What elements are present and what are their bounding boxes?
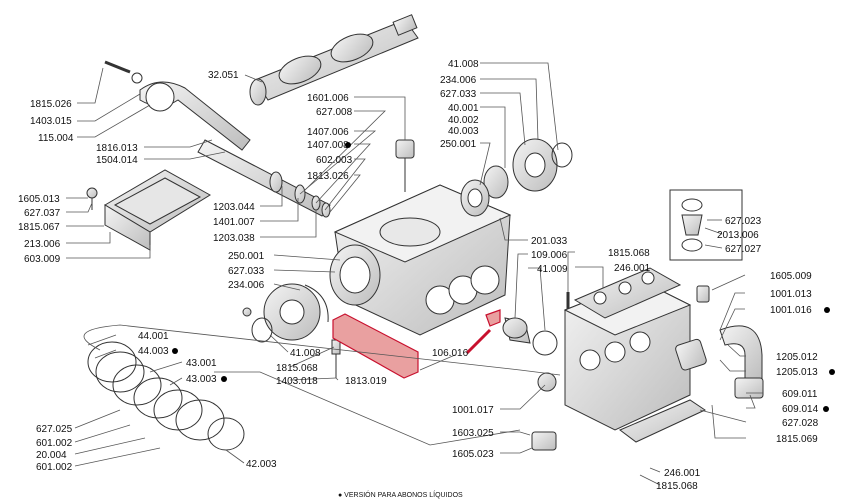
label-1815068-mid: 1815.068 [276, 363, 318, 374]
label-250001-top: 250.001 [440, 139, 477, 150]
manifold-head [531, 267, 707, 451]
label-1815068-top: 1815.068 [608, 248, 650, 259]
highlighted-gasket [332, 309, 501, 379]
label-234006-bottom: 234.006 [228, 280, 265, 291]
label-1001016: 1001.016 [770, 305, 812, 316]
label-609011: 609.011 [782, 389, 818, 400]
crankshaft [249, 14, 419, 106]
screw-set [331, 339, 341, 378]
label-1815026: 1815.026 [30, 99, 72, 110]
label-627025: 627.025 [36, 424, 73, 435]
label-1403018: 1403.018 [276, 376, 318, 387]
liquid-version-marker-609014 [823, 406, 829, 412]
label-40001: 40.001 [448, 103, 479, 114]
label-603009: 603.009 [24, 254, 61, 265]
footnote: ● VERSIÓN PARA ABONOS LÍQUIDOS [338, 490, 463, 499]
valve-inset [669, 189, 743, 261]
label-1203038: 1203.038 [213, 233, 255, 244]
label-627033-bottom: 627.033 [228, 266, 265, 277]
highlight-leader [465, 328, 492, 355]
label-41008-top: 41.008 [448, 59, 479, 70]
label-41009: 41.009 [537, 264, 568, 275]
bearing-top [460, 138, 573, 217]
label-1815068-bottom: 1815.068 [656, 481, 698, 492]
label-1605009: 1605.009 [770, 271, 812, 282]
label-627037: 627.037 [24, 208, 61, 219]
label-1001013: 1001.013 [770, 289, 812, 300]
label-201033: 201.033 [531, 236, 568, 247]
label-1813026: 1813.026 [307, 171, 349, 182]
label-627027: 627.027 [725, 244, 762, 255]
label-1001017: 1001.017 [452, 405, 494, 416]
label-627023: 627.023 [725, 216, 762, 227]
label-1605023: 1605.023 [452, 449, 494, 460]
label-1816013: 1816.013 [96, 143, 138, 154]
label-246001-top: 246.001 [614, 263, 651, 274]
label-44001: 44.001 [138, 331, 169, 342]
cover-plate [86, 169, 211, 251]
label-44003: 44.003 [138, 346, 169, 357]
label-234006-top: 234.006 [440, 75, 477, 86]
label-609014: 609.014 [782, 404, 819, 415]
label-2013006: 2013.006 [717, 230, 759, 241]
label-1403015: 1403.015 [30, 116, 72, 127]
label-627033-top: 627.033 [440, 89, 477, 100]
label-1815069: 1815.069 [776, 434, 818, 445]
label-41008-bottom: 41.008 [290, 348, 321, 359]
label-42003: 42.003 [246, 459, 277, 470]
label-1603025: 1603.025 [452, 428, 494, 439]
label-1203044: 1203.044 [213, 202, 255, 213]
label-43003: 43.003 [186, 374, 217, 385]
label-601002-a: 601.002 [36, 438, 73, 449]
label-1407006: 1407.006 [307, 127, 349, 138]
liquid-version-marker-44003 [172, 348, 178, 354]
label-115004: 115.004 [38, 133, 74, 144]
liquid-version-marker-1407008 [345, 142, 351, 148]
liquid-version-marker-43003 [221, 376, 227, 382]
label-106016: 106.016 [432, 348, 469, 359]
label-1813019: 1813.019 [345, 376, 387, 387]
part-labels: 32.051 1815.026 1403.015 115.004 1816.01… [18, 59, 835, 492]
label-1605013: 1605.013 [18, 194, 60, 205]
fittings-right [675, 285, 764, 399]
oil-cap [395, 139, 415, 192]
seal-set-mid [502, 292, 570, 356]
label-40003: 40.003 [448, 126, 479, 137]
label-20004: 20.004 [36, 450, 67, 461]
label-213006: 213.006 [24, 239, 61, 250]
label-1401007: 1401.007 [213, 217, 255, 228]
label-1407008: 1407.008 [307, 140, 349, 151]
leader-lines [66, 62, 763, 486]
bearing-left [242, 283, 329, 343]
label-250001-bottom: 250.001 [228, 251, 265, 262]
connecting-rod [104, 60, 251, 151]
label-1205012: 1205.012 [776, 352, 818, 363]
label-627008: 627.008 [316, 107, 353, 118]
label-601002-b: 601.002 [36, 462, 73, 473]
liquid-version-marker-1205013 [829, 369, 835, 375]
label-246001-bottom: 246.001 [664, 468, 701, 479]
packing-rings [87, 341, 245, 451]
label-32051: 32.051 [208, 70, 239, 81]
label-40002: 40.002 [448, 115, 479, 126]
label-109006: 109.006 [531, 250, 568, 261]
label-602003: 602.003 [316, 155, 353, 166]
liquid-version-marker-1001016 [824, 307, 830, 313]
label-1601006: 1601.006 [307, 93, 349, 104]
label-1504014: 1504.014 [96, 155, 138, 166]
label-1815067: 1815.067 [18, 222, 60, 233]
label-43001: 43.001 [186, 358, 217, 369]
label-627028: 627.028 [782, 418, 819, 429]
label-1205013: 1205.013 [776, 367, 818, 378]
